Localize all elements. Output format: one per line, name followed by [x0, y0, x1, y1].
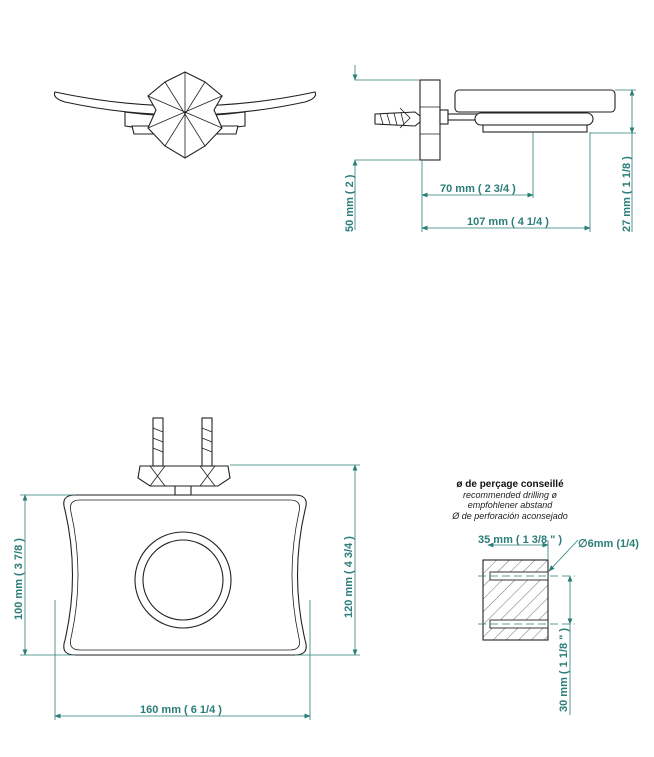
- anchor-left: [152, 417, 164, 467]
- drilling-title: ø de perçage conseillé: [456, 479, 564, 490]
- drilling-subtitle-de: empfohlener abstand: [468, 500, 554, 510]
- dish-height-dimension: 27 mm ( 1 1/8 ): [621, 156, 633, 232]
- dish-height-dimension: 100 mm ( 3 7/8 ): [13, 538, 25, 620]
- top-view: 100 mm ( 3 7/8 ) 120 mm ( 4 3/4 ) 160 mm…: [13, 417, 360, 720]
- drilling-detail: ø de perçage conseillé recommended drill…: [451, 479, 639, 715]
- wall-anchor: [374, 111, 421, 127]
- side-view: 50 mm ( 2 ) 70 mm ( 2 3/4 ) 107 mm ( 4 1…: [344, 65, 636, 232]
- hole-spacing-dimension: 30 mm ( 1 1/8 " ): [558, 628, 570, 712]
- width-dimension: 160 mm ( 6 1/4 ): [140, 704, 222, 716]
- drill-depth-dimension: 35 mm ( 1 3/8 " ): [478, 534, 562, 546]
- drilling-subtitle-en: recommended drilling ø: [463, 490, 558, 500]
- drilling-subtitle-es: Ø de perforación aconsejado: [451, 511, 568, 521]
- height-dimension: 50 mm ( 2 ): [344, 174, 356, 232]
- total-height-dimension: 120 mm ( 4 3/4 ): [343, 536, 355, 618]
- front-view: [53, 71, 317, 159]
- drill-diameter-label: ∅6mm (1/4): [578, 538, 639, 550]
- projection-dimension: 70 mm ( 2 3/4 ): [440, 183, 516, 195]
- depth-dimension: 107 mm ( 4 1/4 ): [467, 216, 549, 228]
- anchor-right: [201, 417, 213, 467]
